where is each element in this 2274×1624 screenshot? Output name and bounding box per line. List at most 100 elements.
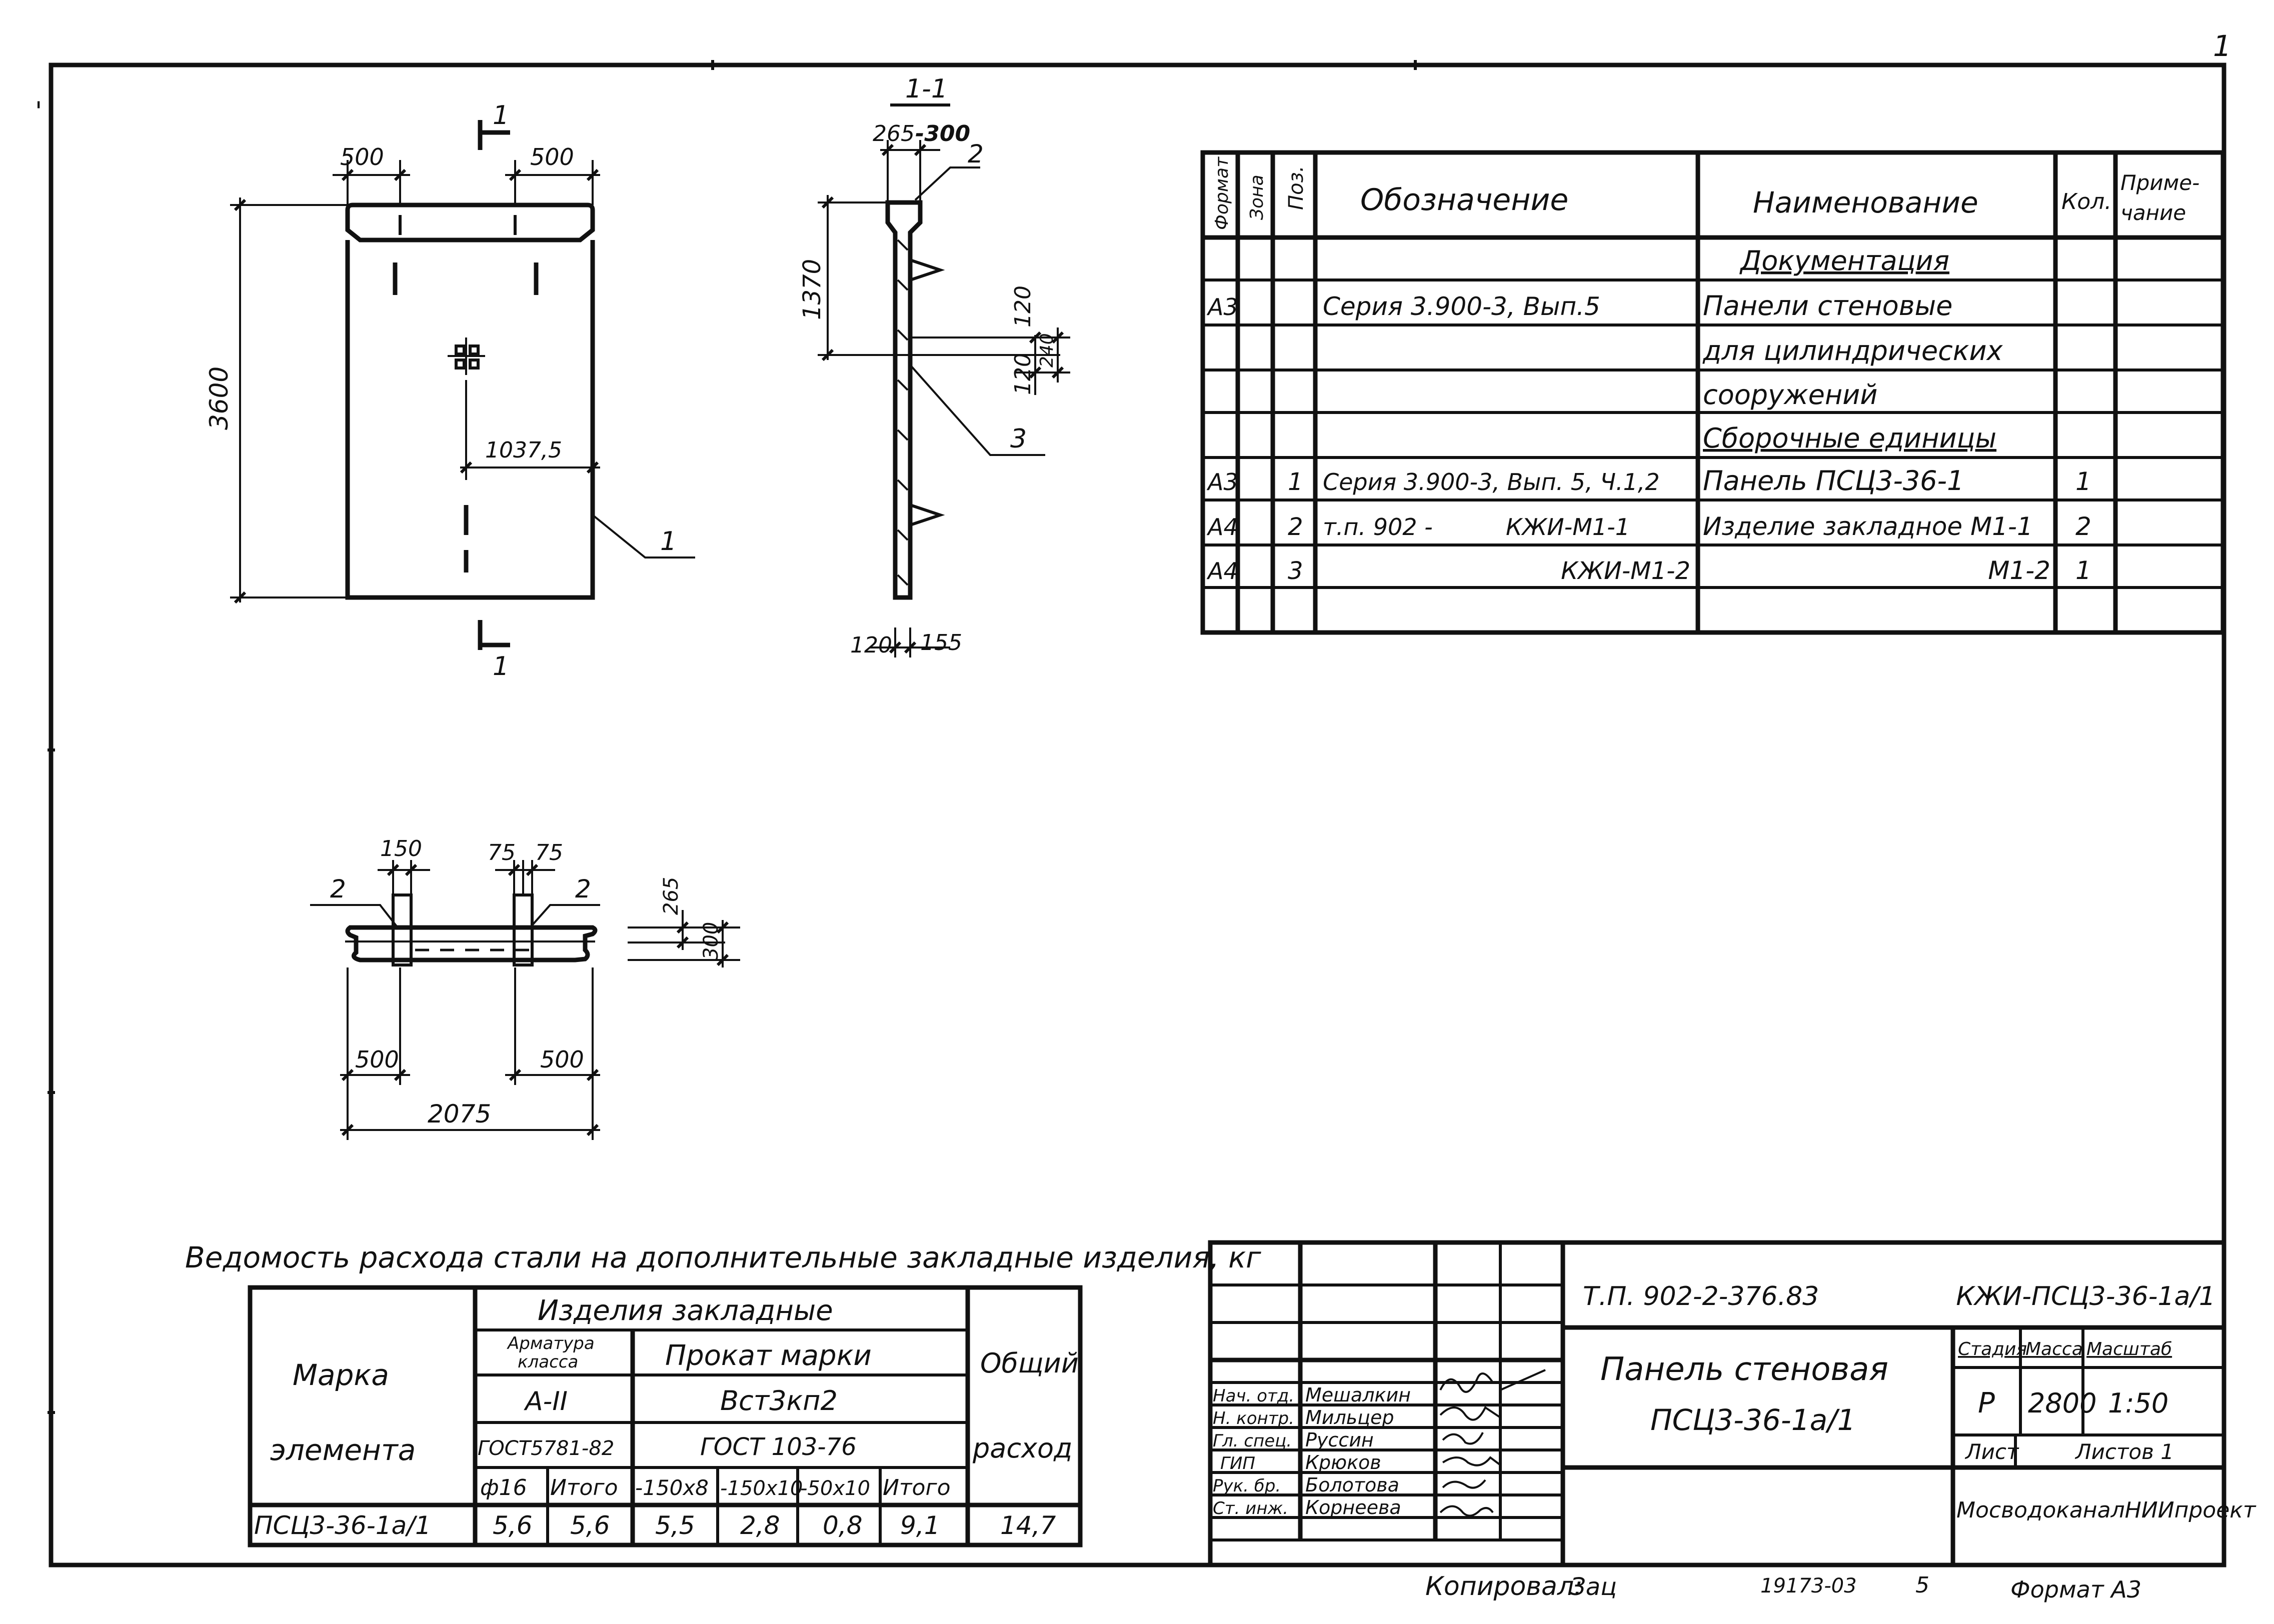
plan-dim-right-top: 500 bbox=[530, 144, 574, 170]
steel-armature-header-1: Арматура bbox=[507, 1334, 595, 1354]
spec-header-pos: Поз. bbox=[1285, 166, 1308, 210]
top-dim-500-left: 500 bbox=[355, 1046, 399, 1073]
spec-row-qty: 1 bbox=[2075, 556, 2091, 585]
footer: Копировал: Зац 19173-03 5 Формат А3 bbox=[1425, 1572, 2141, 1603]
spec-row-name: Документация bbox=[1739, 245, 1949, 276]
spec-header-qty: Кол. bbox=[2061, 189, 2111, 214]
section-dim-1370: 1370 bbox=[798, 259, 826, 320]
spec-header-format: Формат bbox=[1212, 156, 1232, 230]
title-block: Нач. отд. Мешалкин Н. контр. Мильцер Гл.… bbox=[1208, 1240, 2256, 1568]
steel-row-mark: ПСЦ3-36-1а/1 bbox=[254, 1511, 431, 1540]
panel-outline bbox=[345, 202, 595, 242]
spec-row-qty: 1 bbox=[2075, 467, 2091, 496]
steel-sub-header: -150х8 bbox=[635, 1476, 709, 1500]
section-title: 1-1 bbox=[905, 74, 948, 104]
section-dim-300: -300 bbox=[915, 121, 970, 146]
section-dim-240: 240 bbox=[1037, 333, 1057, 368]
steel-mark-header-2: элемента bbox=[270, 1433, 416, 1467]
spec-header-designation: Обозначение bbox=[1360, 182, 1568, 218]
top-dim-150: 150 bbox=[380, 836, 422, 862]
steel-armature-header-2: класса bbox=[518, 1352, 578, 1372]
spec-row-format: А3 bbox=[1206, 294, 1238, 320]
panel-top-view: 150 75 75 2 2 265 300 bbox=[310, 836, 740, 1140]
top-dim-75b: 75 bbox=[535, 840, 563, 866]
steel-sub-header: Итого bbox=[883, 1475, 951, 1500]
steel-row-value: 5,6 bbox=[493, 1511, 533, 1540]
title-stage-header: Стадия bbox=[1958, 1339, 2027, 1360]
steel-row-value: 5,5 bbox=[655, 1511, 695, 1540]
panel-plan-view: 1 1 500 500 3600 1037,5 1 bbox=[205, 100, 695, 682]
top-dim-75a: 75 bbox=[488, 840, 516, 866]
top-pos-left: 2 bbox=[330, 874, 346, 904]
staff-role: Ст. инж. bbox=[1213, 1498, 1288, 1518]
section-pos-2: 2 bbox=[968, 140, 984, 168]
spec-row-designation: КЖИ-М1-2 bbox=[1561, 557, 1690, 585]
steel-total-header-2: расход bbox=[972, 1432, 1072, 1464]
footer-copied-signature: Зац bbox=[1570, 1573, 1617, 1601]
sheet-frame bbox=[49, 62, 2226, 1568]
spec-row-designation: т.п. 902 - КЖИ-М1-1 bbox=[1323, 514, 1630, 540]
steel-sub-header: Итого bbox=[550, 1475, 618, 1500]
steel-row-value: 9,1 bbox=[900, 1511, 940, 1540]
steel-row-value: 2,8 bbox=[740, 1511, 780, 1540]
plan-pos-label: 1 bbox=[660, 526, 677, 556]
footer-inventory: 19173-03 bbox=[1760, 1574, 1857, 1598]
spec-row-name: сооружений bbox=[1703, 379, 1877, 410]
spec-header-zone: Зона bbox=[1247, 174, 1267, 220]
staff-name: Болотова bbox=[1305, 1474, 1399, 1496]
staff-name: Мильцер bbox=[1305, 1406, 1394, 1428]
title-code: КЖИ-ПСЦ3-36-1а/1 bbox=[1956, 1282, 2215, 1312]
top-dim-2075: 2075 bbox=[428, 1100, 491, 1128]
staff-role: Н. контр. bbox=[1213, 1408, 1294, 1428]
staff-role: Гл. спец. bbox=[1213, 1431, 1292, 1451]
staff-name: Корнеева bbox=[1305, 1496, 1401, 1518]
title-sheets-header: Листов 1 bbox=[2074, 1440, 2174, 1464]
top-dim-500-right: 500 bbox=[540, 1046, 584, 1073]
section-dim-265: 265 bbox=[873, 121, 915, 146]
plan-section-mark-bottom: 1 bbox=[493, 652, 509, 682]
spec-row-name: Панель ПСЦ3-36-1 bbox=[1703, 465, 1964, 496]
staff-role: Рук. бр. bbox=[1213, 1476, 1281, 1496]
edge-marks bbox=[48, 60, 1417, 1414]
staff-role: Нач. отд. bbox=[1213, 1386, 1294, 1406]
section-dim-120b: 120 bbox=[1010, 353, 1036, 395]
signatures bbox=[1439, 1369, 1546, 1517]
spec-row-name: М1-2 bbox=[1988, 556, 2050, 585]
title-organization: МосводоканалНИИпроект bbox=[1956, 1498, 2256, 1523]
title-stage: Р bbox=[1978, 1387, 1995, 1420]
spec-row-name: Панели стеновые bbox=[1703, 290, 1952, 322]
section-dim-120-bottom: 120 bbox=[850, 632, 892, 658]
title-project: Т.П. 902-2-376.83 bbox=[1583, 1282, 1819, 1312]
sheet-mark: 1 bbox=[2213, 29, 2231, 63]
steel-sub-header: -150х10 bbox=[720, 1477, 803, 1500]
section-pos-3: 3 bbox=[1010, 424, 1027, 454]
specification-table: Формат Зона Поз. Обозначение Наименовани… bbox=[1200, 150, 2225, 635]
spec-row-pos: 3 bbox=[1288, 557, 1303, 585]
steel-armature-class: А-II bbox=[524, 1386, 568, 1416]
steel-total-header-1: Общий bbox=[980, 1348, 1079, 1379]
plan-dim-left-top: 500 bbox=[340, 144, 384, 170]
spec-row-designation: Серия 3.900-3, Вып.5 bbox=[1323, 292, 1600, 321]
steel-group-header: Изделия закладные bbox=[538, 1294, 833, 1327]
staff-name: Руссин bbox=[1305, 1429, 1374, 1451]
spec-header-note-2: чание bbox=[2120, 200, 2186, 225]
title-name-1: Панель стеновая bbox=[1600, 1351, 1888, 1388]
spec-row-pos: 1 bbox=[1288, 468, 1303, 496]
footer-copied: Копировал: bbox=[1425, 1572, 1583, 1602]
steel-row-value: 5,6 bbox=[570, 1511, 610, 1540]
spec-row-name: Изделие закладное М1-1 bbox=[1703, 512, 2033, 541]
staff-name: Мешалкин bbox=[1305, 1384, 1411, 1406]
steel-sub-header: ф16 bbox=[480, 1475, 527, 1500]
staff-role: ГИП bbox=[1220, 1454, 1255, 1474]
steel-sub-header: -50х10 bbox=[800, 1477, 870, 1500]
footer-format: Формат А3 bbox=[2010, 1576, 2141, 1603]
steel-consumption-table: Ведомость расхода стали на дополнительны… bbox=[185, 1240, 1261, 1548]
spec-row-format: А4 bbox=[1206, 558, 1238, 584]
title-mass-header: Масса bbox=[2025, 1339, 2083, 1360]
spec-header-name: Наименование bbox=[1753, 186, 1978, 220]
spec-row-name: Сборочные единицы bbox=[1703, 422, 1996, 454]
title-scale-header: Масштаб bbox=[2086, 1339, 2172, 1360]
section-dim-120a: 120 bbox=[1010, 286, 1036, 328]
spec-row-format: А4 bbox=[1206, 514, 1238, 540]
